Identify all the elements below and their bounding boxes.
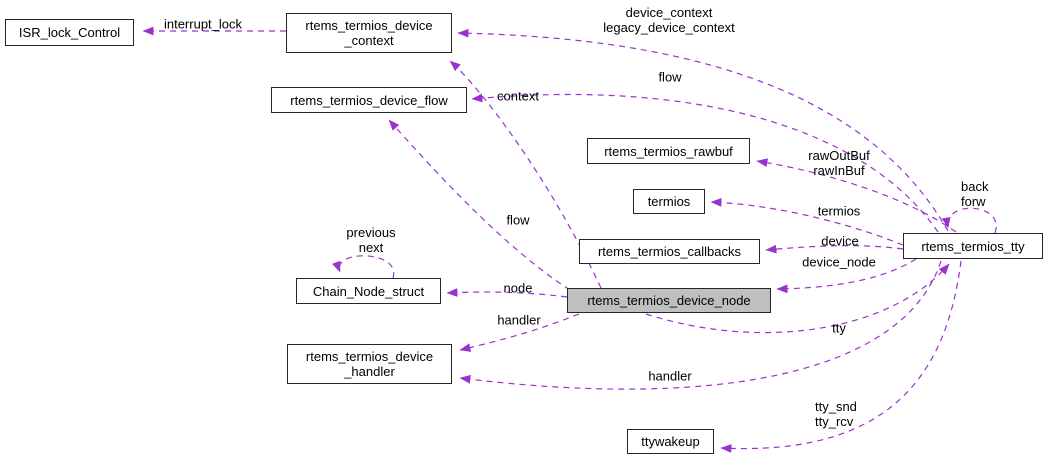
edge-label-termios: termios [818,204,861,219]
edge-label-line: tty [832,320,846,336]
edge-label-line: rawOutBuf [808,148,870,163]
edge-label-line: tty_rcv [815,414,854,429]
edge-label-line: previous [346,225,396,240]
edge-label-line: rawInBuf [813,163,865,178]
edge-label-node: node [504,281,533,296]
edge-label-line: next [358,240,384,255]
edge-label-line: tty_snd [815,399,857,414]
edge-label-device-node: device_node [802,255,876,270]
edge-label-context: context [497,89,539,104]
edge-flow-top [471,93,939,233]
node-label: termios [647,194,691,209]
edge-label-line: termios [817,203,861,219]
edge-label-line: device [821,233,859,249]
node-ttywakeup[interactable]: ttywakeup [627,429,714,454]
node-label: ttywakeup [641,434,700,449]
edge-label-line: node [503,280,533,296]
edge-label-line: legacy_device_context [603,20,735,35]
edge-handler-left [459,313,580,352]
node-label: Chain_Node_struct [312,283,425,299]
node-termios[interactable]: termios [633,189,705,214]
edge-label-line: context [497,88,539,104]
node-label: _context [344,33,394,48]
edge-label-line: handler [648,368,692,384]
edge-handler-right [459,260,942,390]
node-isr-lock-control[interactable]: ISR_lock_Control [5,19,134,46]
edge-rawbuf [756,158,957,233]
node-rtems-termios-device-flow[interactable]: rtems_termios_device_flow [271,87,467,113]
node-label: rtems_termios_device [305,18,433,33]
edge-device-context [457,28,949,232]
edge-label-tty: tty [832,321,846,336]
edge-label-line: device_node [802,254,876,270]
node-label: rtems_termios_device [305,349,434,364]
node-label: rtems_termios_rawbuf [604,143,733,159]
edge-device-node [776,258,917,294]
node-rtems-termios-device-node: rtems_termios_device_node [567,288,771,313]
node-rtems-termios-callbacks[interactable]: rtems_termios_callbacks [579,239,760,264]
edge-label-flow-mid: flow [506,213,529,228]
edge-tty [645,263,950,334]
edge-label-line: interrupt_lock [163,16,243,32]
edge-label-line: back [961,179,989,194]
edge-label-device: device [821,234,859,249]
edge-label-flow-top: flow [658,70,681,85]
edge-label-line: flow [658,69,682,85]
edge-label-line: handler [497,312,541,328]
node-label: _handler [344,364,395,379]
node-label: rtems_termios_device_node [587,293,751,308]
edge-label-handler-right: handler [648,369,691,384]
node-rtems-termios-device-handler[interactable]: rtems_termios_device_handler [287,344,452,384]
edge-flow-mid [388,119,571,291]
node-rtems-termios-device-context[interactable]: rtems_termios_device_context [286,13,452,53]
edge-label-interrupt-lock: interrupt_lock [164,17,242,32]
node-chain-node-struct[interactable]: Chain_Node_struct [296,278,441,304]
edge-previous-next [332,255,395,279]
edge-tty-snd-rcv [720,260,962,453]
node-label: rtems_termios_callbacks [597,244,742,259]
edge-node [446,288,568,298]
node-label: rtems_termios_tty [921,238,1025,254]
edge-termios [710,197,904,246]
edge-label-handler-left: handler [497,313,540,328]
edge-label-line: flow [506,212,530,228]
edge-label-line: forw [961,194,986,209]
edge-label-line: device_context [625,5,713,20]
edge-device [765,244,904,254]
edge-back-forw [941,207,997,234]
node-label: rtems_termios_device_flow [290,92,448,108]
node-rtems-termios-rawbuf[interactable]: rtems_termios_rawbuf [587,138,750,164]
node-rtems-termios-tty[interactable]: rtems_termios_tty [903,233,1043,259]
node-label: ISR_lock_Control [18,25,121,40]
